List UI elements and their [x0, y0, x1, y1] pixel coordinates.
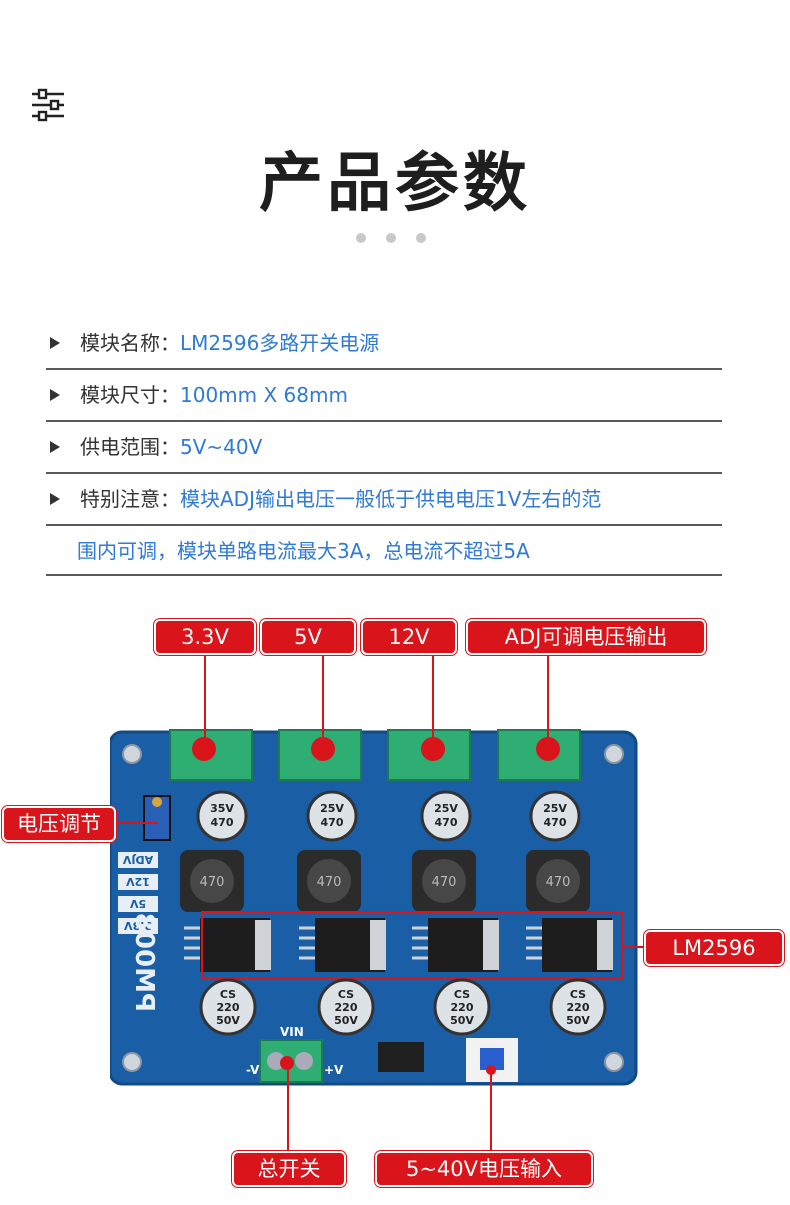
- leader-line: [287, 1064, 289, 1150]
- callout-12v: 12V: [361, 619, 457, 655]
- inductor-label: 470: [546, 875, 571, 890]
- svg-text:220: 220: [217, 1001, 240, 1014]
- bullet-triangle-icon: [50, 388, 60, 401]
- terminal-neg-label: -V: [246, 1063, 260, 1077]
- svg-text:50V: 50V: [216, 1014, 240, 1027]
- svg-text:25V: 25V: [320, 802, 344, 815]
- side-label: ADJV: [122, 853, 153, 866]
- inductor-label: 470: [200, 875, 225, 890]
- callout-5v: 5V: [260, 619, 356, 655]
- param-value: LM2596多路开关电源: [180, 331, 380, 355]
- inductor-label: 470: [317, 875, 342, 890]
- svg-text:CS: CS: [338, 988, 354, 1001]
- svg-text:220: 220: [451, 1001, 474, 1014]
- svg-text:50V: 50V: [334, 1014, 358, 1027]
- svg-text:470: 470: [435, 816, 458, 829]
- svg-text:25V: 25V: [543, 802, 567, 815]
- board-model: PM008: [129, 913, 159, 1012]
- leader-line: [490, 1074, 492, 1150]
- vin-label: VIN: [280, 1025, 304, 1039]
- param-row-size: 模块尺寸：100mm X 68mm: [46, 370, 722, 422]
- callout-input: 5~40V电压输入: [375, 1151, 593, 1187]
- leader-line: [322, 655, 324, 749]
- terminal-pos-label: +V: [324, 1063, 344, 1077]
- param-label: 特别注意：: [80, 487, 180, 511]
- title-dots: [356, 233, 426, 243]
- side-label: 5V: [129, 897, 146, 910]
- leader-line: [622, 946, 644, 948]
- page-title: 产品参数: [259, 147, 531, 221]
- svg-text:50V: 50V: [566, 1014, 590, 1027]
- param-row-name: 模块名称：LM2596多路开关电源: [46, 318, 722, 370]
- svg-text:50V: 50V: [450, 1014, 474, 1027]
- leader-line: [547, 655, 549, 749]
- svg-text:220: 220: [335, 1001, 358, 1014]
- svg-text:35V: 35V: [210, 802, 234, 815]
- leader-line: [204, 655, 206, 749]
- svg-text:CS: CS: [570, 988, 586, 1001]
- callout-voltage-adjust: 电压调节: [2, 806, 116, 842]
- param-label: 供电范围：: [80, 435, 180, 459]
- side-label: 12V: [126, 875, 150, 888]
- svg-text:470: 470: [211, 816, 234, 829]
- leader-line: [432, 655, 434, 749]
- svg-text:470: 470: [544, 816, 567, 829]
- callout-3v3: 3.3V: [154, 619, 256, 655]
- bullet-triangle-icon: [50, 492, 60, 505]
- svg-text:470: 470: [321, 816, 344, 829]
- param-row-note: 特别注意：模块ADJ输出电压一般低于供电电压1V左右的范: [46, 474, 722, 526]
- callout-main-switch: 总开关: [232, 1151, 346, 1187]
- param-value: 模块ADJ输出电压一般低于供电电压1V左右的范: [180, 487, 602, 511]
- param-label: 模块尺寸：: [80, 383, 180, 407]
- param-value: 100mm X 68mm: [180, 383, 348, 407]
- svg-text:CS: CS: [220, 988, 236, 1001]
- sliders-icon: [32, 88, 64, 122]
- param-label: 模块名称：: [80, 331, 180, 355]
- svg-text:220: 220: [567, 1001, 590, 1014]
- svg-text:CS: CS: [454, 988, 470, 1001]
- side-label: 3.3V: [124, 919, 152, 932]
- callout-lm2596: LM2596: [644, 930, 784, 966]
- callout-adj: ADJ可调电压输出: [466, 619, 706, 655]
- leader-line: [116, 822, 158, 824]
- param-row-supply: 供电范围：5V~40V: [46, 422, 722, 474]
- bullet-triangle-icon: [50, 336, 60, 349]
- svg-text:25V: 25V: [434, 802, 458, 815]
- param-value: 5V~40V: [180, 435, 263, 459]
- inductor-label: 470: [432, 875, 457, 890]
- param-note-continuation: 围内可调，模块单路电流最大3A，总电流不超过5A: [46, 526, 722, 576]
- bullet-triangle-icon: [50, 440, 60, 453]
